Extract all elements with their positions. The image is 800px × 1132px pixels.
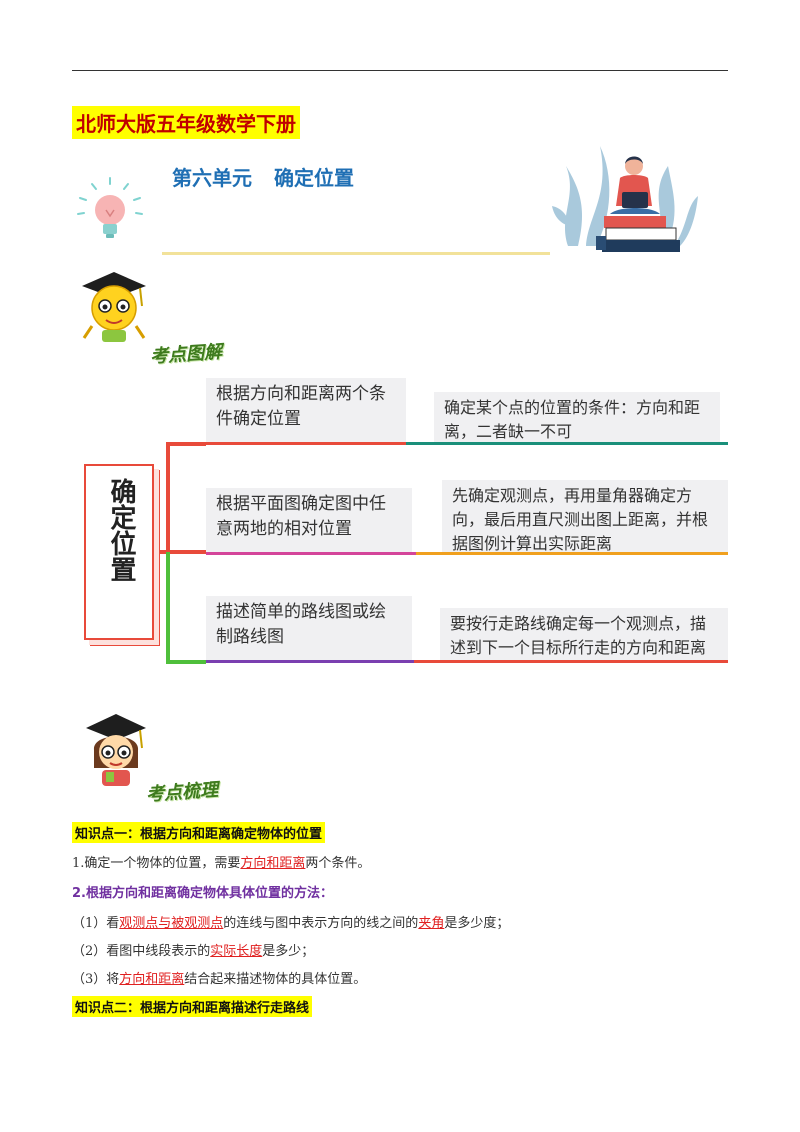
mind-map-detail-1: 确定某个点的位置的条件：方向和距离，二者缺一不可 xyxy=(434,392,720,442)
mind-map-topic-3-text: 描述简单的路线图或绘制路线图 xyxy=(216,602,386,647)
mind-map-topic-2: 根据平面图确定图中任意两地的相对位置 xyxy=(206,488,412,552)
mind-map-detail-2: 先确定观测点，再用量角器确定方向，最后用直尺测出图上距离，并根据图例计算出实际距… xyxy=(442,480,728,553)
detail-1-underline xyxy=(406,442,728,445)
kp1-step-3: （3）将方向和距离结合起来描述物体的具体位置。 xyxy=(72,968,366,987)
highlight-text: 方向和距离 xyxy=(240,856,306,871)
highlight-text: 方向和距离 xyxy=(119,972,185,987)
highlight-text: 观测点与被观测点 xyxy=(119,916,224,931)
top-rule xyxy=(72,70,728,71)
text-segment: 是多少度； xyxy=(444,916,510,931)
knowledge-point-2-title: 知识点二：根据方向和距离描述行走路线 xyxy=(72,996,313,1017)
text-segment: （3）将 xyxy=(72,972,120,987)
text-segment: （2）看图中线段表示的 xyxy=(72,944,211,959)
unit-title-underline xyxy=(162,252,550,255)
kp1-method-title: 2.根据方向和距离确定物体具体位置的方法： xyxy=(72,886,333,901)
graduate-mascot-icon xyxy=(82,272,146,342)
text-segment: （1）看 xyxy=(72,916,120,931)
detail-3-underline xyxy=(414,660,728,663)
highlight-text: 实际长度 xyxy=(210,944,263,959)
text-segment: 两个条件。 xyxy=(305,856,371,871)
mind-map-topic-3: 描述简单的路线图或绘制路线图 xyxy=(206,596,412,660)
mind-map-detail-3: 要按行走路线确定每一个观测点，描述到下一个目标所行走的方向和距离 xyxy=(440,608,728,660)
topic-2-underline xyxy=(206,552,416,555)
detail-2-underline xyxy=(416,552,728,555)
mind-map-detail-1-text: 确定某个点的位置的条件：方向和距离，二者缺一不可 xyxy=(444,398,701,441)
unit-title: 第六单元确定位置 xyxy=(172,162,354,191)
unit-number: 第六单元 xyxy=(172,166,252,190)
mind-map-detail-2-text: 先确定观测点，再用量角器确定方向，最后用直尺测出图上距离，并根据图例计算出实际距… xyxy=(452,486,709,553)
text-segment: 的连线与图中表示方向的线之间的 xyxy=(223,916,419,931)
kp1-step-1: （1）看观测点与被观测点的连线与图中表示方向的线之间的夹角是多少度； xyxy=(72,912,509,931)
mind-map-topic-1: 根据方向和距离两个条件确定位置 xyxy=(206,378,406,442)
mind-map-center: 确定位置 xyxy=(84,464,154,640)
text-segment: 1.确定一个物体的位置，需要 xyxy=(72,856,241,871)
mind-map-center-label: 确定位置 xyxy=(106,478,136,582)
text-segment: 结合起来描述物体的具体位置。 xyxy=(184,972,367,987)
topic-1-underline xyxy=(206,442,408,445)
unit-name: 确定位置 xyxy=(274,166,354,190)
mind-map-detail-3-text: 要按行走路线确定每一个观测点，描述到下一个目标所行走的方向和距离 xyxy=(450,614,707,657)
highlight-text: 夹角 xyxy=(418,916,445,931)
kp1-step-2: （2）看图中线段表示的实际长度是多少； xyxy=(72,940,314,959)
knowledge-point-1-title: 知识点一：根据方向和距离确定物体的位置 xyxy=(72,822,326,843)
mind-map-topic-1-text: 根据方向和距离两个条件确定位置 xyxy=(216,384,386,429)
text-segment: 是多少； xyxy=(262,944,315,959)
person-laptop-illustration xyxy=(552,146,698,252)
book-title: 北师大版五年级数学下册 xyxy=(72,106,300,139)
teacher-mascot-icon xyxy=(86,714,146,786)
section-tag-outline: 考点梳理 xyxy=(145,779,219,806)
kp1-paragraph-1: 1.确定一个物体的位置，需要方向和距离两个条件。 xyxy=(72,852,370,871)
mind-map-topic-2-text: 根据平面图确定图中任意两地的相对位置 xyxy=(216,494,386,539)
topic-3-underline xyxy=(206,660,414,663)
lightbulb-icon xyxy=(77,177,143,238)
